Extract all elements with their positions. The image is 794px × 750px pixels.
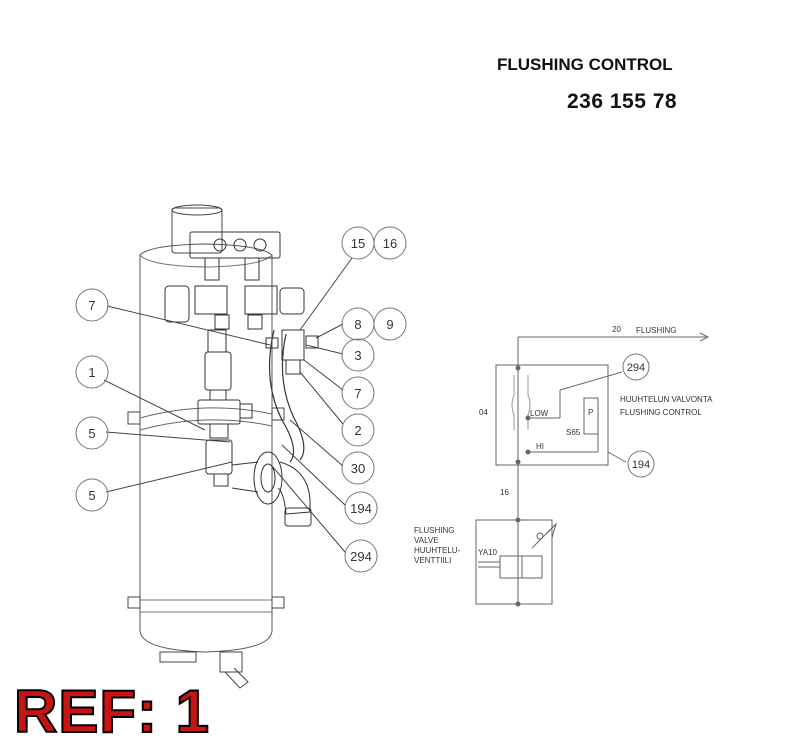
callout-3: 3: [354, 348, 361, 363]
wire-20-label: 20: [612, 325, 621, 334]
callout-1: 1: [88, 365, 95, 380]
valve-label-line2: VALVE: [414, 536, 439, 545]
finnish-control-label: HUUHTELUN VALVONTA: [620, 395, 713, 404]
switch-symbol-mark: P: [588, 408, 593, 417]
wire-16-label: 16: [500, 488, 509, 497]
low-contact-label: LOW: [530, 409, 549, 418]
valve-label-line1: FLUSHING: [414, 526, 454, 535]
callout-5-upper: 5: [88, 426, 95, 441]
valve-label-line3: HUUHTELU-: [414, 546, 461, 555]
callout-circles: [75, 226, 407, 573]
callout-294: 294: [350, 549, 372, 564]
callout-16: 16: [383, 236, 397, 251]
hi-contact-label: HI: [536, 442, 544, 451]
english-control-label: FLUSHING CONTROL: [620, 408, 702, 417]
leader-lines: [103, 257, 353, 553]
valve-assembly: [164, 231, 319, 527]
switch-s65-label: S65: [566, 428, 581, 437]
callout-9: 9: [386, 317, 393, 332]
callout-7-left: 7: [88, 298, 95, 313]
valve-label-line4: VENTTIILI: [414, 556, 451, 565]
callout-15: 15: [351, 236, 365, 251]
schematic-callout-294: 294: [627, 362, 645, 374]
ref-label: REF: 1: [13, 678, 211, 745]
callout-5-lower: 5: [88, 488, 95, 503]
callout-8: 8: [354, 317, 361, 332]
drawing-title: FLUSHING CONTROL: [497, 55, 673, 74]
part-number: 236 155 78: [567, 90, 678, 113]
flushing-wire-label: FLUSHING: [636, 326, 676, 335]
callout-7-right: 7: [354, 386, 361, 401]
callout-30: 30: [351, 461, 365, 476]
callout-2: 2: [354, 423, 361, 438]
schematic-callout-194: 194: [632, 459, 650, 471]
box-04-label: 04: [479, 408, 488, 417]
callout-194: 194: [350, 501, 372, 516]
valve-ya10-label: YA10: [478, 548, 498, 557]
electrical-schematic: [475, 332, 710, 607]
tank: [127, 204, 285, 689]
